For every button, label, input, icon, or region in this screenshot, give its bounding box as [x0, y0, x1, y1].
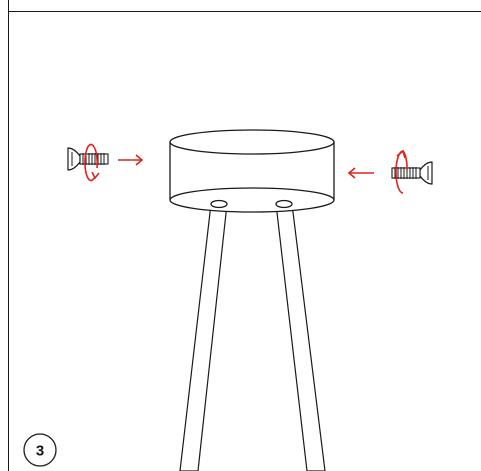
right-leg	[275, 203, 326, 471]
lamp-legs	[179, 199, 326, 471]
left-leg	[179, 203, 228, 471]
arrow-left-icon	[347, 167, 374, 179]
arrow-right-icon	[118, 154, 144, 166]
canopy-top	[169, 129, 335, 155]
step-badge: 3	[23, 433, 57, 467]
screw-icon	[67, 147, 109, 171]
canopy	[169, 129, 335, 213]
rotate-arrow-icon	[395, 149, 408, 194]
screw-icon	[391, 161, 433, 185]
rotate-arrow-icon	[84, 143, 100, 182]
canopy-bottom-rim	[169, 187, 335, 201]
diagram-border	[8, 0, 481, 471]
step-number: 3	[36, 443, 44, 460]
